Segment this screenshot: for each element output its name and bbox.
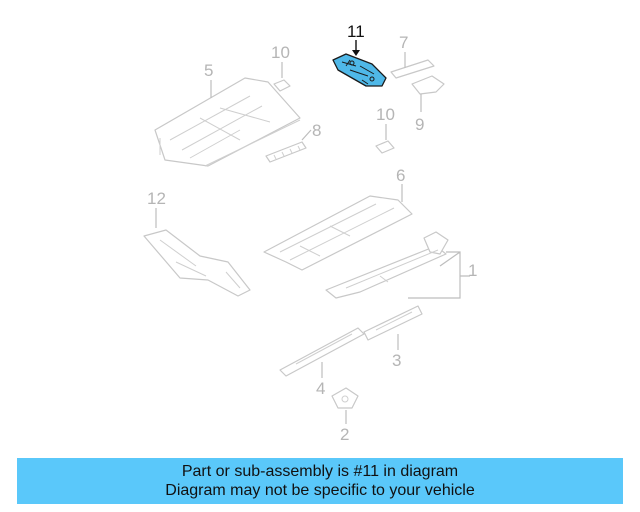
callout-3: 3 (392, 351, 401, 370)
part-8-trim-strip[interactable] (265, 141, 307, 163)
part-5-floor-pan[interactable] (154, 77, 301, 167)
leader-8 (301, 129, 312, 141)
callout-7: 7 (399, 33, 408, 52)
callout-8: 8 (312, 121, 321, 140)
callout-2: 2 (340, 425, 349, 444)
part-4-sill-rail[interactable] (279, 327, 365, 377)
part-11-highlighted-bracket[interactable] (332, 53, 387, 87)
info-banner: Part or sub-assembly is #11 in diagram D… (17, 458, 623, 504)
leader-11-arrowhead (352, 50, 360, 56)
part-9-bracket[interactable] (411, 75, 445, 95)
part-1-rail-assembly[interactable] (325, 231, 449, 299)
part-10-clip-upper[interactable] (273, 79, 291, 92)
banner-line-part-number: Part or sub-assembly is #11 in diagram (181, 463, 459, 480)
callout-1: 1 (468, 261, 477, 280)
callout-11: 11 (347, 22, 365, 41)
callout-12: 12 (147, 189, 166, 208)
leader-1 (408, 251, 470, 299)
part-10-clip-lower[interactable] (375, 140, 395, 154)
callout-10b: 10 (376, 105, 395, 124)
banner-line-disclaimer: Diagram may not be specific to your vehi… (165, 482, 475, 499)
part-7-crossmember[interactable] (390, 59, 435, 79)
part-6-floor-tunnel[interactable] (263, 195, 413, 271)
callout-9: 9 (415, 115, 424, 134)
part-2-mount[interactable] (331, 387, 359, 409)
part-12-side-member[interactable] (143, 229, 251, 297)
callout-4: 4 (316, 379, 325, 398)
callout-5: 5 (204, 61, 213, 80)
part-3-reinforcement[interactable] (363, 305, 423, 341)
callout-10a: 10 (271, 43, 290, 62)
callout-6: 6 (396, 166, 405, 185)
